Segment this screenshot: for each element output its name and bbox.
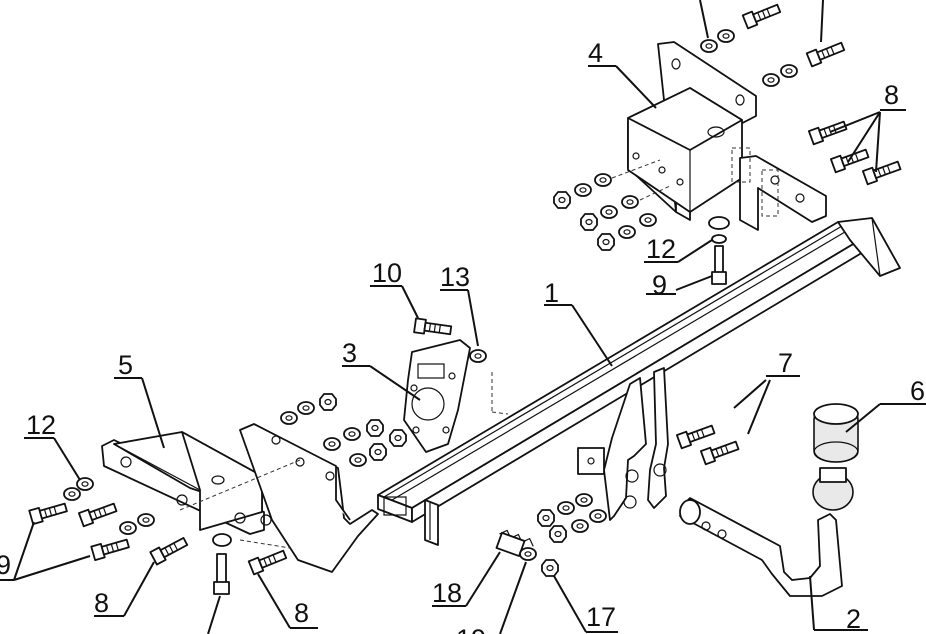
ball-cover-cap xyxy=(813,403,859,463)
callout-3: 3 xyxy=(342,338,357,368)
callout-18: 18 xyxy=(432,578,462,608)
callout-17: 17 xyxy=(586,602,616,632)
callout-8-bottom: 8 xyxy=(294,598,309,628)
callout-2: 2 xyxy=(846,604,861,634)
bolts-top-right xyxy=(699,0,903,186)
callout-6: 6 xyxy=(910,376,925,406)
hardware-left xyxy=(28,393,407,595)
callout-4: 4 xyxy=(588,38,603,68)
callout-9-right: 9 xyxy=(652,270,667,300)
callout-5: 5 xyxy=(118,350,133,380)
socket-plate-3 xyxy=(403,317,487,453)
callout-8-left: 8 xyxy=(94,588,109,618)
callout-9-left: 9 xyxy=(0,550,11,580)
callout-12-right: 12 xyxy=(646,234,676,264)
main-crossbar xyxy=(377,217,901,546)
callout-12-left: 12 xyxy=(26,410,56,440)
leader-lines xyxy=(0,65,926,634)
callout-19: 19 xyxy=(456,624,486,634)
callout-7: 7 xyxy=(778,348,793,378)
tow-ball-arm xyxy=(679,467,854,597)
callouts: 1 2 3 4 5 6 7 8 8 8 9 9 10 12 12 13 17 1… xyxy=(0,38,925,634)
center-bracket xyxy=(491,367,741,577)
hardware-bracket-4 xyxy=(553,159,730,285)
callout-1: 1 xyxy=(544,278,559,308)
bracket-4 xyxy=(627,41,827,231)
callout-13: 13 xyxy=(440,262,470,292)
side-arm-left xyxy=(239,423,379,573)
callout-10: 10 xyxy=(372,258,402,288)
bracket-5 xyxy=(101,431,272,535)
callout-8-top: 8 xyxy=(884,80,899,110)
